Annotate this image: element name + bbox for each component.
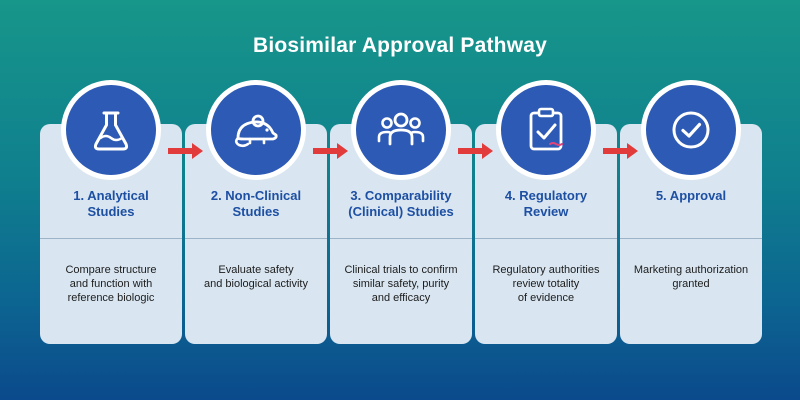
step-heading-line: Studies [87, 204, 135, 219]
step-heading-line: Studies [232, 204, 280, 219]
icon-badge-analytical [61, 80, 161, 180]
step-heading-line: 1. Analytical [73, 188, 149, 203]
check-circle-icon [672, 111, 710, 149]
step-description-line: and efficacy [371, 292, 431, 304]
step-description: Clinical trials to confirm similar safet… [336, 263, 466, 305]
step-description-line: similar safety, purity [352, 278, 450, 290]
step-description-line: Marketing authorization [633, 264, 749, 276]
step-description-line: Evaluate safety [218, 264, 294, 276]
step-description-line: of evidence [517, 292, 575, 304]
step-heading: 2. Non-Clinical Studies [191, 188, 321, 220]
icon-badge-non-clinical [206, 80, 306, 180]
icon-badge-comparability [351, 80, 451, 180]
step-heading-line: Review [523, 204, 569, 219]
icon-badge-approval [641, 80, 741, 180]
page-title: Biosimilar Approval Pathway [252, 34, 548, 57]
clipboard-check-icon [529, 107, 563, 151]
icon-circle [501, 85, 591, 175]
step-description: Regulatory authorities review totality o… [481, 263, 611, 305]
step-heading: 3. Comparability (Clinical) Studies [336, 188, 466, 220]
arrow-right-icon [168, 142, 204, 160]
step-description-line: review totality [512, 278, 580, 290]
step-heading-line: (Clinical) Studies [348, 204, 454, 219]
arrow-right-icon [603, 142, 639, 160]
step-heading-line: 4. Regulatory [504, 188, 588, 203]
mouse-icon [234, 114, 278, 148]
icon-circle [66, 85, 156, 175]
card-divider [620, 238, 762, 239]
arrow-right-icon [313, 142, 349, 160]
card-divider [475, 238, 617, 239]
step-heading-line: 3. Comparability [350, 188, 452, 203]
step-description-line: and biological activity [204, 278, 308, 290]
step-heading: 4. Regulatory Review [481, 188, 611, 220]
arrow-right-icon [458, 142, 494, 160]
step-description: Compare structure and function with refe… [46, 263, 176, 305]
step-heading: 1. Analytical Studies [46, 188, 176, 220]
icon-circle [356, 85, 446, 175]
step-heading: 5. Approval [626, 188, 756, 204]
card-divider [185, 238, 327, 239]
step-description-line: granted [672, 278, 710, 290]
card-divider [330, 238, 472, 239]
step-description-line: and function with [69, 278, 153, 290]
step-description: Marketing authorization granted [626, 263, 756, 291]
step-description-line: Clinical trials to confirm [344, 264, 458, 276]
step-description-line: Compare structure [65, 264, 157, 276]
step-description: Evaluate safety and biological activity [191, 263, 321, 291]
step-heading-line: 5. Approval [655, 188, 727, 203]
step-heading-line: 2. Non-Clinical [210, 188, 302, 203]
people-group-icon [377, 112, 425, 146]
icon-circle [646, 85, 736, 175]
icon-badge-regulatory [496, 80, 596, 180]
step-description-line: Regulatory authorities [492, 264, 600, 276]
card-divider [40, 238, 182, 239]
icon-circle [211, 85, 301, 175]
step-description-line: reference biologic [67, 292, 155, 304]
flask-icon [93, 111, 129, 151]
